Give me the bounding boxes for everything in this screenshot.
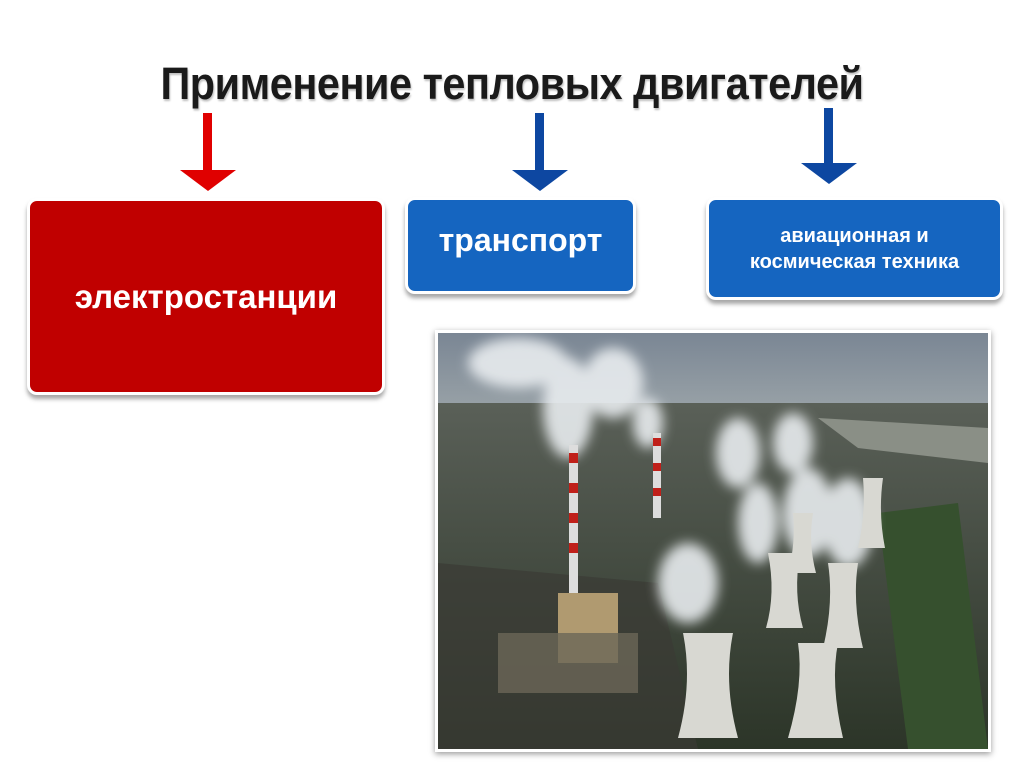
power-plant-photo	[435, 330, 991, 752]
power-plants-label: электростанции	[74, 277, 338, 315]
aviation-label-line2: космическая техника	[749, 250, 960, 273]
arrow-down-blue-icon	[512, 113, 568, 191]
transport-label: транспорт	[438, 222, 603, 258]
aviation-box: авиационная и космическая техника	[706, 197, 1003, 300]
arrow-down-blue-icon	[801, 108, 857, 184]
transport-box: транспорт	[405, 197, 636, 294]
slide-title: Применение тепловых двигателей	[160, 58, 864, 109]
aviation-label-line1: авиационная и	[780, 224, 929, 247]
arrow-down-red-icon	[180, 113, 236, 191]
power-plants-box: электростанции	[27, 198, 385, 395]
